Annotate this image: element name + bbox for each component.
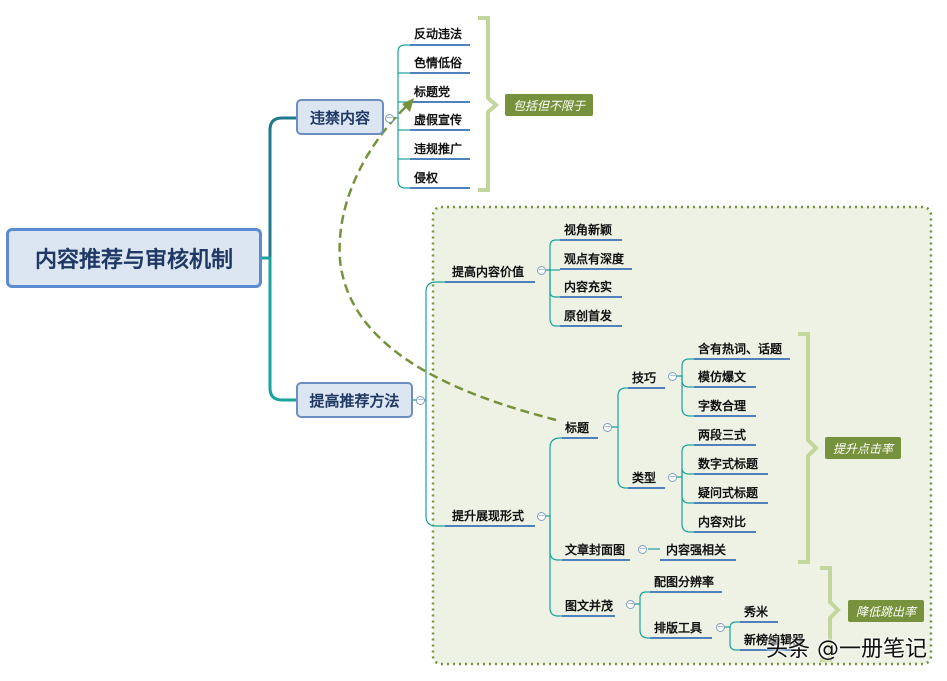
- node-forbidden-item[interactable]: 违规推广: [414, 142, 463, 156]
- connector-root-improve: [262, 256, 296, 402]
- node-layout-resolution[interactable]: 配图分辨率: [654, 575, 715, 589]
- node-value-item[interactable]: 内容充实: [564, 280, 613, 294]
- bracket-bounce: [820, 566, 841, 662]
- bracket-forbidden: [478, 16, 500, 192]
- node-value-item[interactable]: 视角新颖: [564, 223, 613, 237]
- collapse-icon[interactable]: −: [716, 622, 725, 632]
- connector-root-forbidden: [262, 116, 296, 260]
- collapse-icon[interactable]: −: [638, 544, 647, 554]
- note-tag-forbidden: 包括但不限于: [505, 94, 593, 116]
- node-title-skills[interactable]: 技巧: [632, 371, 657, 385]
- node-forbidden-content[interactable]: 违禁内容: [296, 99, 384, 135]
- node-type-item[interactable]: 数字式标题: [698, 457, 759, 471]
- node-layout[interactable]: 图文并茂: [565, 599, 614, 613]
- collapse-icon[interactable]: −: [537, 265, 546, 275]
- watermark: 头条 @一册笔记: [766, 637, 927, 662]
- node-skill-item[interactable]: 含有热词、话题: [698, 342, 783, 356]
- collapse-icon[interactable]: −: [668, 472, 677, 482]
- collapse-icon[interactable]: −: [416, 395, 425, 405]
- node-skill-item[interactable]: 模仿爆文: [698, 370, 747, 384]
- node-value-item[interactable]: 观点有深度: [564, 252, 625, 266]
- node-forbidden-item[interactable]: 反动违法: [414, 27, 463, 41]
- collapse-icon[interactable]: −: [626, 599, 635, 609]
- node-skill-item[interactable]: 字数合理: [698, 399, 747, 413]
- note-tag-bounce-rate: 降低跳出率: [848, 600, 924, 622]
- node-layout-tools[interactable]: 排版工具: [654, 621, 703, 635]
- collapse-icon[interactable]: −: [385, 113, 394, 123]
- root-node[interactable]: 内容推荐与审核机制: [6, 228, 262, 288]
- node-value-item[interactable]: 原创首发: [564, 309, 613, 323]
- node-forbidden-item[interactable]: 标题党: [414, 85, 451, 99]
- note-tag-click-rate: 提升点击率: [825, 437, 901, 459]
- relation-arrowhead: [402, 98, 414, 112]
- node-forbidden-item[interactable]: 色情低俗: [414, 56, 463, 70]
- node-forbidden-item[interactable]: 侵权: [414, 171, 439, 185]
- node-improve-value[interactable]: 提高内容价值: [452, 265, 525, 279]
- node-cover-item[interactable]: 内容强相关: [666, 543, 727, 557]
- node-cover[interactable]: 文章封面图: [565, 543, 626, 557]
- node-improve-method[interactable]: 提高推荐方法: [296, 382, 413, 418]
- node-title-types[interactable]: 类型: [632, 471, 657, 485]
- collapse-icon[interactable]: −: [603, 422, 612, 432]
- node-tool-item[interactable]: 新榜编辑器: [744, 633, 805, 647]
- node-type-item[interactable]: 疑问式标题: [698, 486, 759, 500]
- node-tool-item[interactable]: 秀米: [744, 605, 769, 619]
- node-type-item[interactable]: 内容对比: [698, 515, 747, 529]
- collapse-icon[interactable]: −: [537, 511, 546, 521]
- node-improve-presentation[interactable]: 提升展现形式: [452, 509, 525, 523]
- relation-arrow: [338, 102, 557, 422]
- bracket-click: [798, 332, 819, 564]
- node-title[interactable]: 标题: [565, 421, 590, 435]
- collapse-icon[interactable]: −: [668, 371, 677, 381]
- node-forbidden-item[interactable]: 虚假宣传: [414, 113, 463, 127]
- node-type-item[interactable]: 两段三式: [698, 428, 747, 442]
